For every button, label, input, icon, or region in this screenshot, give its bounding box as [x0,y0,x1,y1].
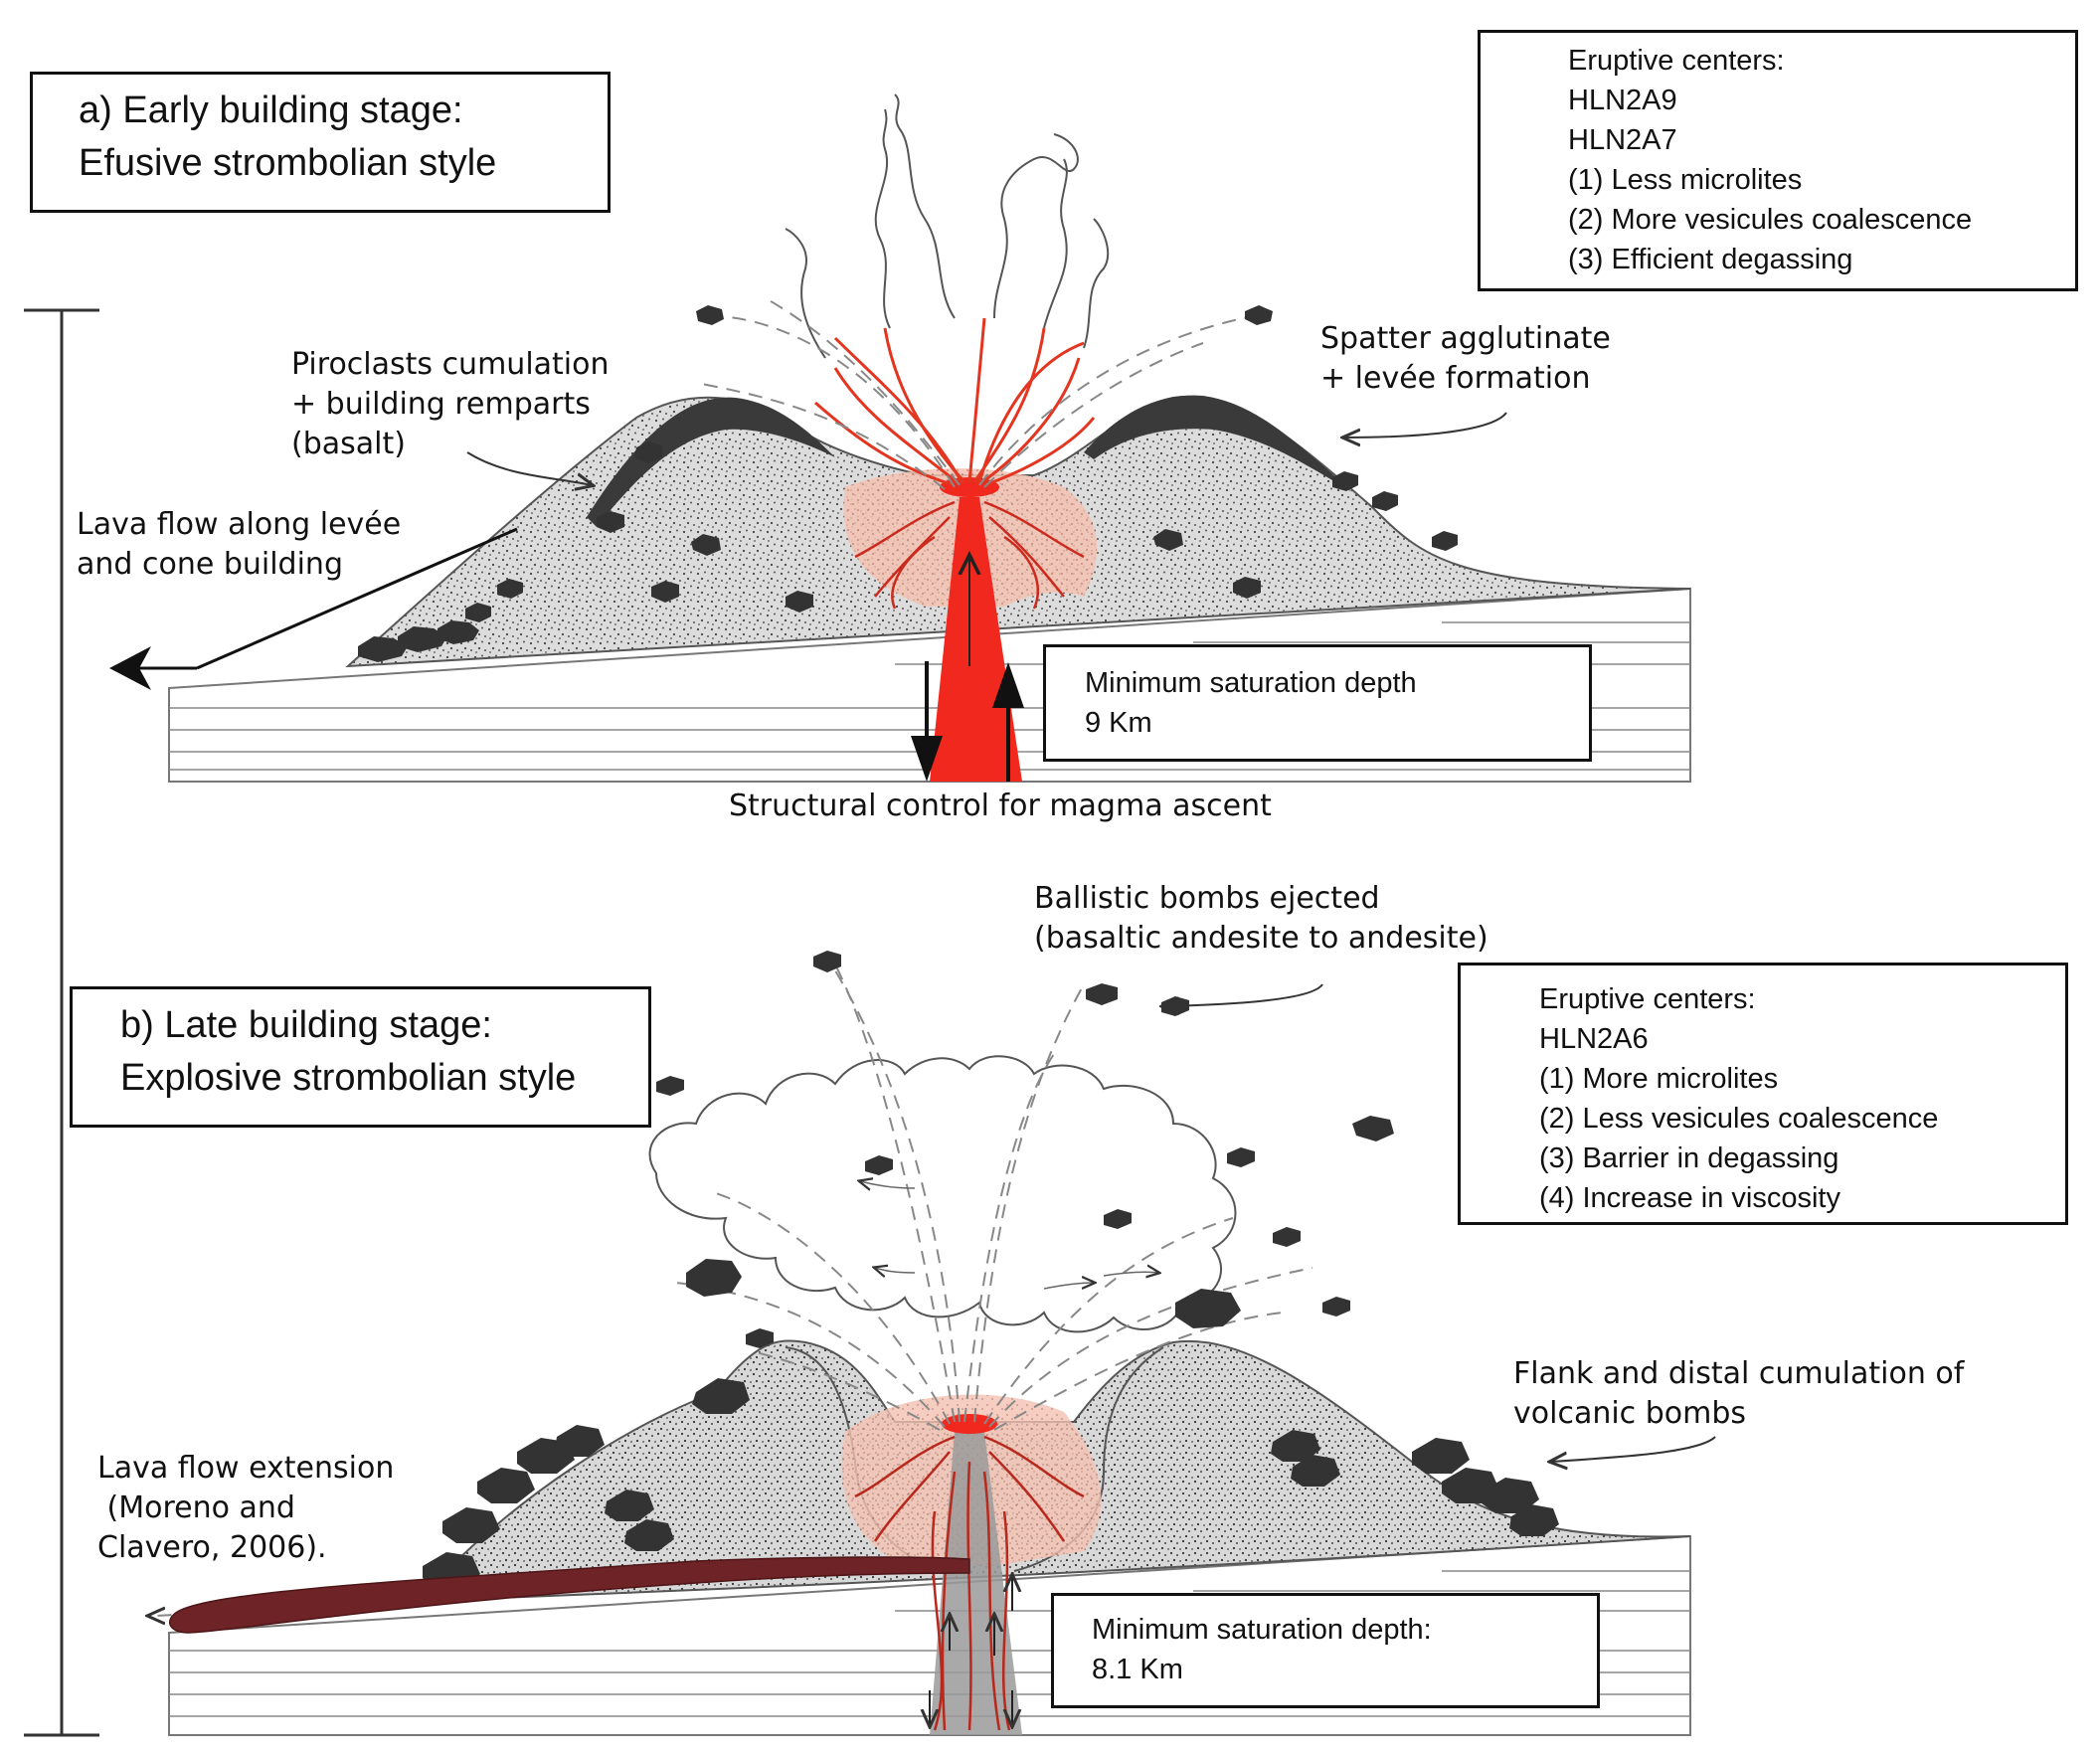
stage-a-saturation-value: 9 Km [1085,707,1152,739]
stage-a-saturation-label: Minimum saturation depth [1085,667,1417,699]
lava-ext-label-1: Lava flow extension [97,1451,395,1486]
flank-label-2: volcanic bombs [1513,1396,1746,1431]
bombs-label-1: Ballistic bombs ejected [1034,881,1380,916]
magma-conduit-b [930,1432,1022,1735]
bombs-label-2: (basaltic andesite to andesite) [1034,921,1488,956]
spatter-label-1: Spatter agglutinate [1320,321,1611,356]
flank-arrow [1551,1436,1716,1462]
ec-a-line-3: (1) Less microlites [1568,164,1803,196]
conduit-arrows-b [930,1576,1012,1725]
ec-b-line-4: (3) Barrier in degassing [1539,1142,1839,1174]
spatter-label-2: + levée formation [1320,361,1591,396]
bomb-trajectories-b [149,954,1313,1616]
structural-arrows-a [911,557,1024,782]
lava-ext-label-3: Clavero, 2006). [97,1530,327,1565]
cloud-flow-arrows [860,1181,1158,1289]
scoria-bombs-b [423,951,1559,1588]
timeline-scale-bar [24,308,99,1737]
piroclasts-label-2: + building remparts [291,387,591,422]
bombs-arrow [1163,983,1323,1006]
ec-b-line-2: (1) More microlites [1539,1063,1779,1095]
piroclasts-label-3: (basalt) [291,427,406,461]
stage-a-title-line1: a) Early building stage: [79,89,463,131]
vent-b [942,1414,997,1434]
ec-b-line-0: Eruptive centers: [1539,983,1756,1015]
lava-ext-label-2: (Moreno and [97,1491,295,1525]
lava-flow-extension [169,1556,970,1634]
piroclasts-label-1: Piroclasts cumulation [291,347,610,382]
ec-b-line-3: (2) Less vesicules coalescence [1539,1103,1939,1135]
rampart-left-a [587,397,835,527]
rampart-right-a [1084,395,1352,492]
gas-plume-a [785,93,1110,359]
stage-b-saturation-box: Minimum saturation depth: 8.1 Km [1051,1593,1600,1708]
stage-b-saturation-label: Minimum saturation depth: [1092,1614,1432,1646]
ec-a-line-4: (2) More vesicules coalescence [1568,204,1973,236]
bomb-trajectories-a [695,297,1254,490]
scoria-bombs-a [358,305,1458,662]
ec-a-line-0: Eruptive centers: [1568,45,1785,77]
ec-b-line-5: (4) Increase in viscosity [1539,1182,1840,1214]
magma-veins-a [854,500,1085,610]
spatter-arrow [1344,412,1507,438]
ec-a-line-2: HLN2A7 [1568,124,1677,156]
lava-fountain-a [814,317,1096,487]
lava-flow-label-1: Lava flow along levée [77,507,402,542]
piroclasts-arrow [466,451,592,485]
magma-conduit-a [930,497,1022,782]
stage-a-saturation-box: Minimum saturation depth 9 Km [1043,644,1592,762]
lava-flow-arrow-a [109,527,518,690]
stage-b-eruptive-centers-box: Eruptive centers: HLN2A6 (1) More microl… [1458,963,2068,1225]
ec-a-line-1: HLN2A9 [1568,85,1677,116]
stage-b-title-line1: b) Late building stage: [120,1004,492,1046]
stage-b-title-box: b) Late building stage: Explosive stromb… [70,986,651,1128]
stage-b-saturation-value: 8.1 Km [1092,1654,1183,1685]
flank-label-1: Flank and distal cumulation of [1513,1356,1965,1391]
stage-a-title-box: a) Early building stage: Efusive strombo… [30,72,611,213]
eruption-cloud-b [648,1055,1237,1333]
stage-a-eruptive-centers-box: Eruptive centers: HLN2A9 HLN2A7 (1) Less… [1478,30,2078,291]
lava-flow-label-2: and cone building [77,547,343,582]
stage-a-title-line2: Efusive strombolian style [79,142,497,184]
ec-b-line-1: HLN2A6 [1539,1023,1649,1055]
magma-veins-b [854,1435,1085,1731]
stage-b-title-line2: Explosive strombolian style [120,1057,577,1099]
structural-control-label: Structural control for magma ascent [729,789,1272,823]
ec-a-line-5: (3) Efficient degassing [1568,244,1853,275]
